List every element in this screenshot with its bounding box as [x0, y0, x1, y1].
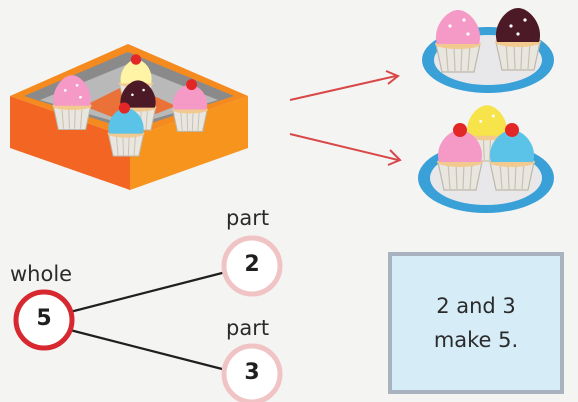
part-label-bottom: part	[226, 316, 270, 340]
cupcake-pink-top-plate	[434, 10, 482, 73]
box-left-wall	[10, 96, 130, 190]
box-right-wall	[130, 96, 248, 190]
cupcake-pink-bottom-plate	[436, 123, 484, 191]
part-circle-top	[221, 235, 283, 297]
part-value-top: 2	[244, 252, 260, 277]
whole-circle	[13, 289, 75, 351]
whole-value: 5	[36, 306, 52, 331]
part-label-top: part	[226, 206, 270, 230]
cupcake-dark-in-box	[119, 80, 157, 131]
cupcake-blue-in-box	[107, 102, 145, 157]
statement-line-2: make 5.	[433, 328, 519, 352]
statement-line-1: 2 and 3	[436, 294, 516, 318]
statement-box: 2 and 3 make 5.	[388, 252, 564, 394]
whole-label: whole	[10, 262, 73, 286]
cupcake-pink-right-in-box	[171, 79, 209, 132]
cupcake-dark-top-plate	[494, 8, 542, 71]
cupcake-pink-in-box	[51, 75, 93, 131]
part-circle-bottom	[221, 343, 283, 402]
part-value-bottom: 3	[244, 360, 260, 385]
arrow-to-top-plate	[289, 70, 400, 101]
cupcake-yellow-in-box	[118, 54, 154, 105]
connector-lines	[69, 270, 227, 372]
arrow-to-bottom-plate	[289, 133, 402, 166]
cupcake-yellow-bottom-plate	[465, 105, 509, 162]
cupcake-blue-bottom-plate	[488, 123, 536, 191]
